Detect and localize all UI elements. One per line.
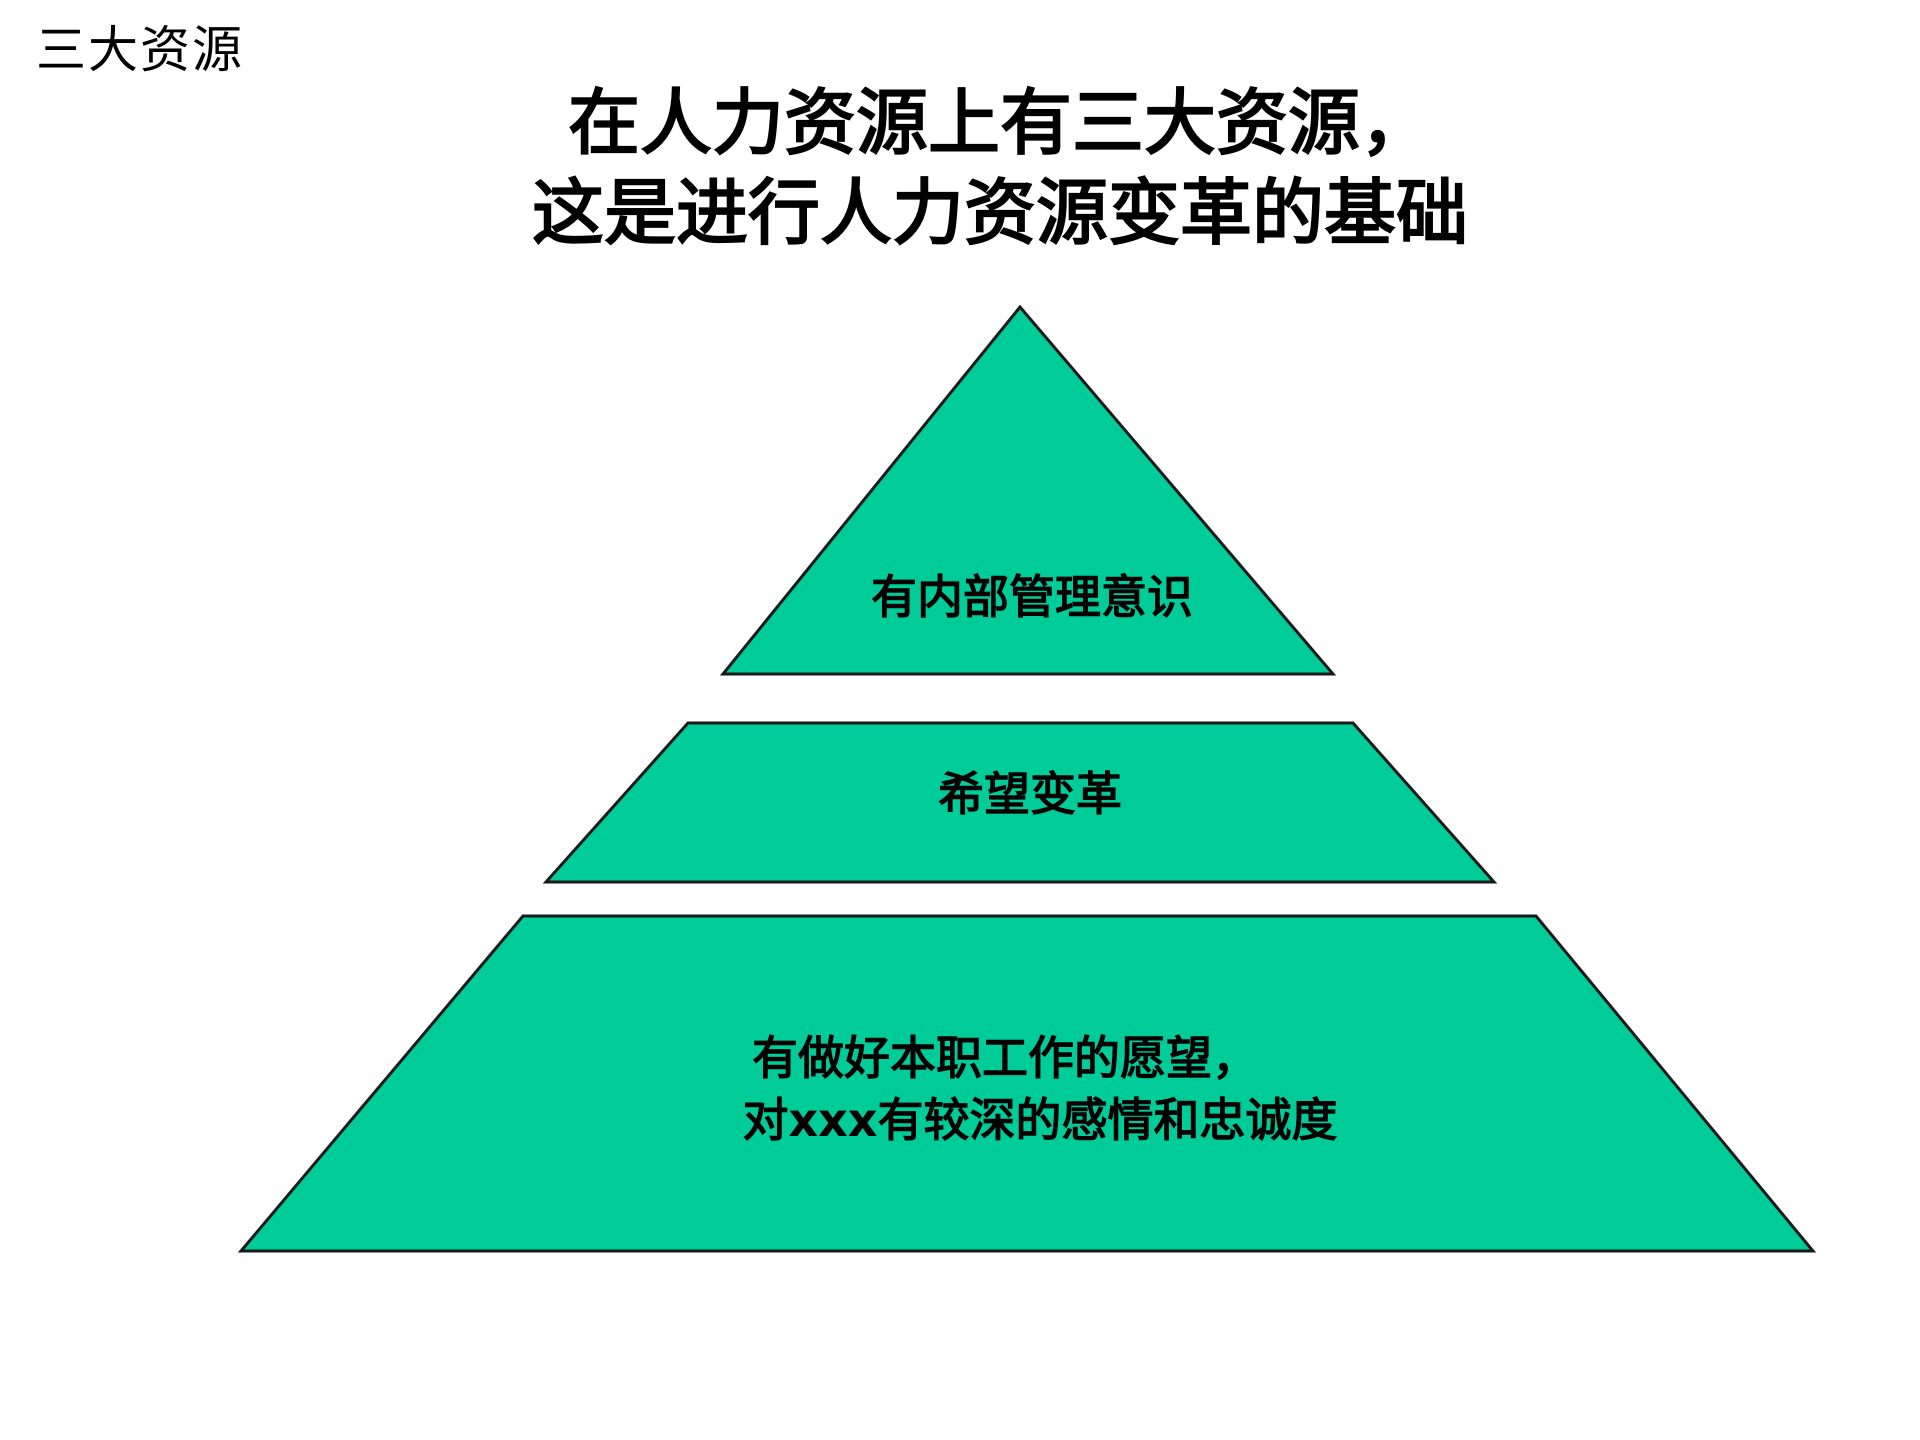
- corner-label: 三大资源: [36, 21, 244, 79]
- pyramid-bottom-trapezoid: [237, 914, 1817, 1253]
- pyramid-top-triangle: [719, 304, 1337, 676]
- pyramid-bottom-line-1: 有做好本职工作的愿望，: [752, 1031, 1258, 1085]
- pyramid-bottom-label: 有做好本职工作的愿望， 对xxx有较深的感情和忠诚度: [660, 1027, 1420, 1151]
- title-line-2: 这是进行人力资源变革的基础: [531, 171, 1468, 255]
- slide-title: 在人力资源上有三大资源， 这是进行人力资源变革的基础: [0, 78, 1920, 258]
- pyramid-bottom-line-2: 对xxx有较深的感情和忠诚度: [742, 1093, 1338, 1147]
- title-line-1: 在人力资源上有三大资源，: [567, 81, 1432, 165]
- pyramid-top-label: 有内部管理意识: [871, 570, 1193, 624]
- pyramid-middle-label: 希望变革: [938, 767, 1122, 821]
- pyramid-middle-trapezoid: [542, 721, 1498, 884]
